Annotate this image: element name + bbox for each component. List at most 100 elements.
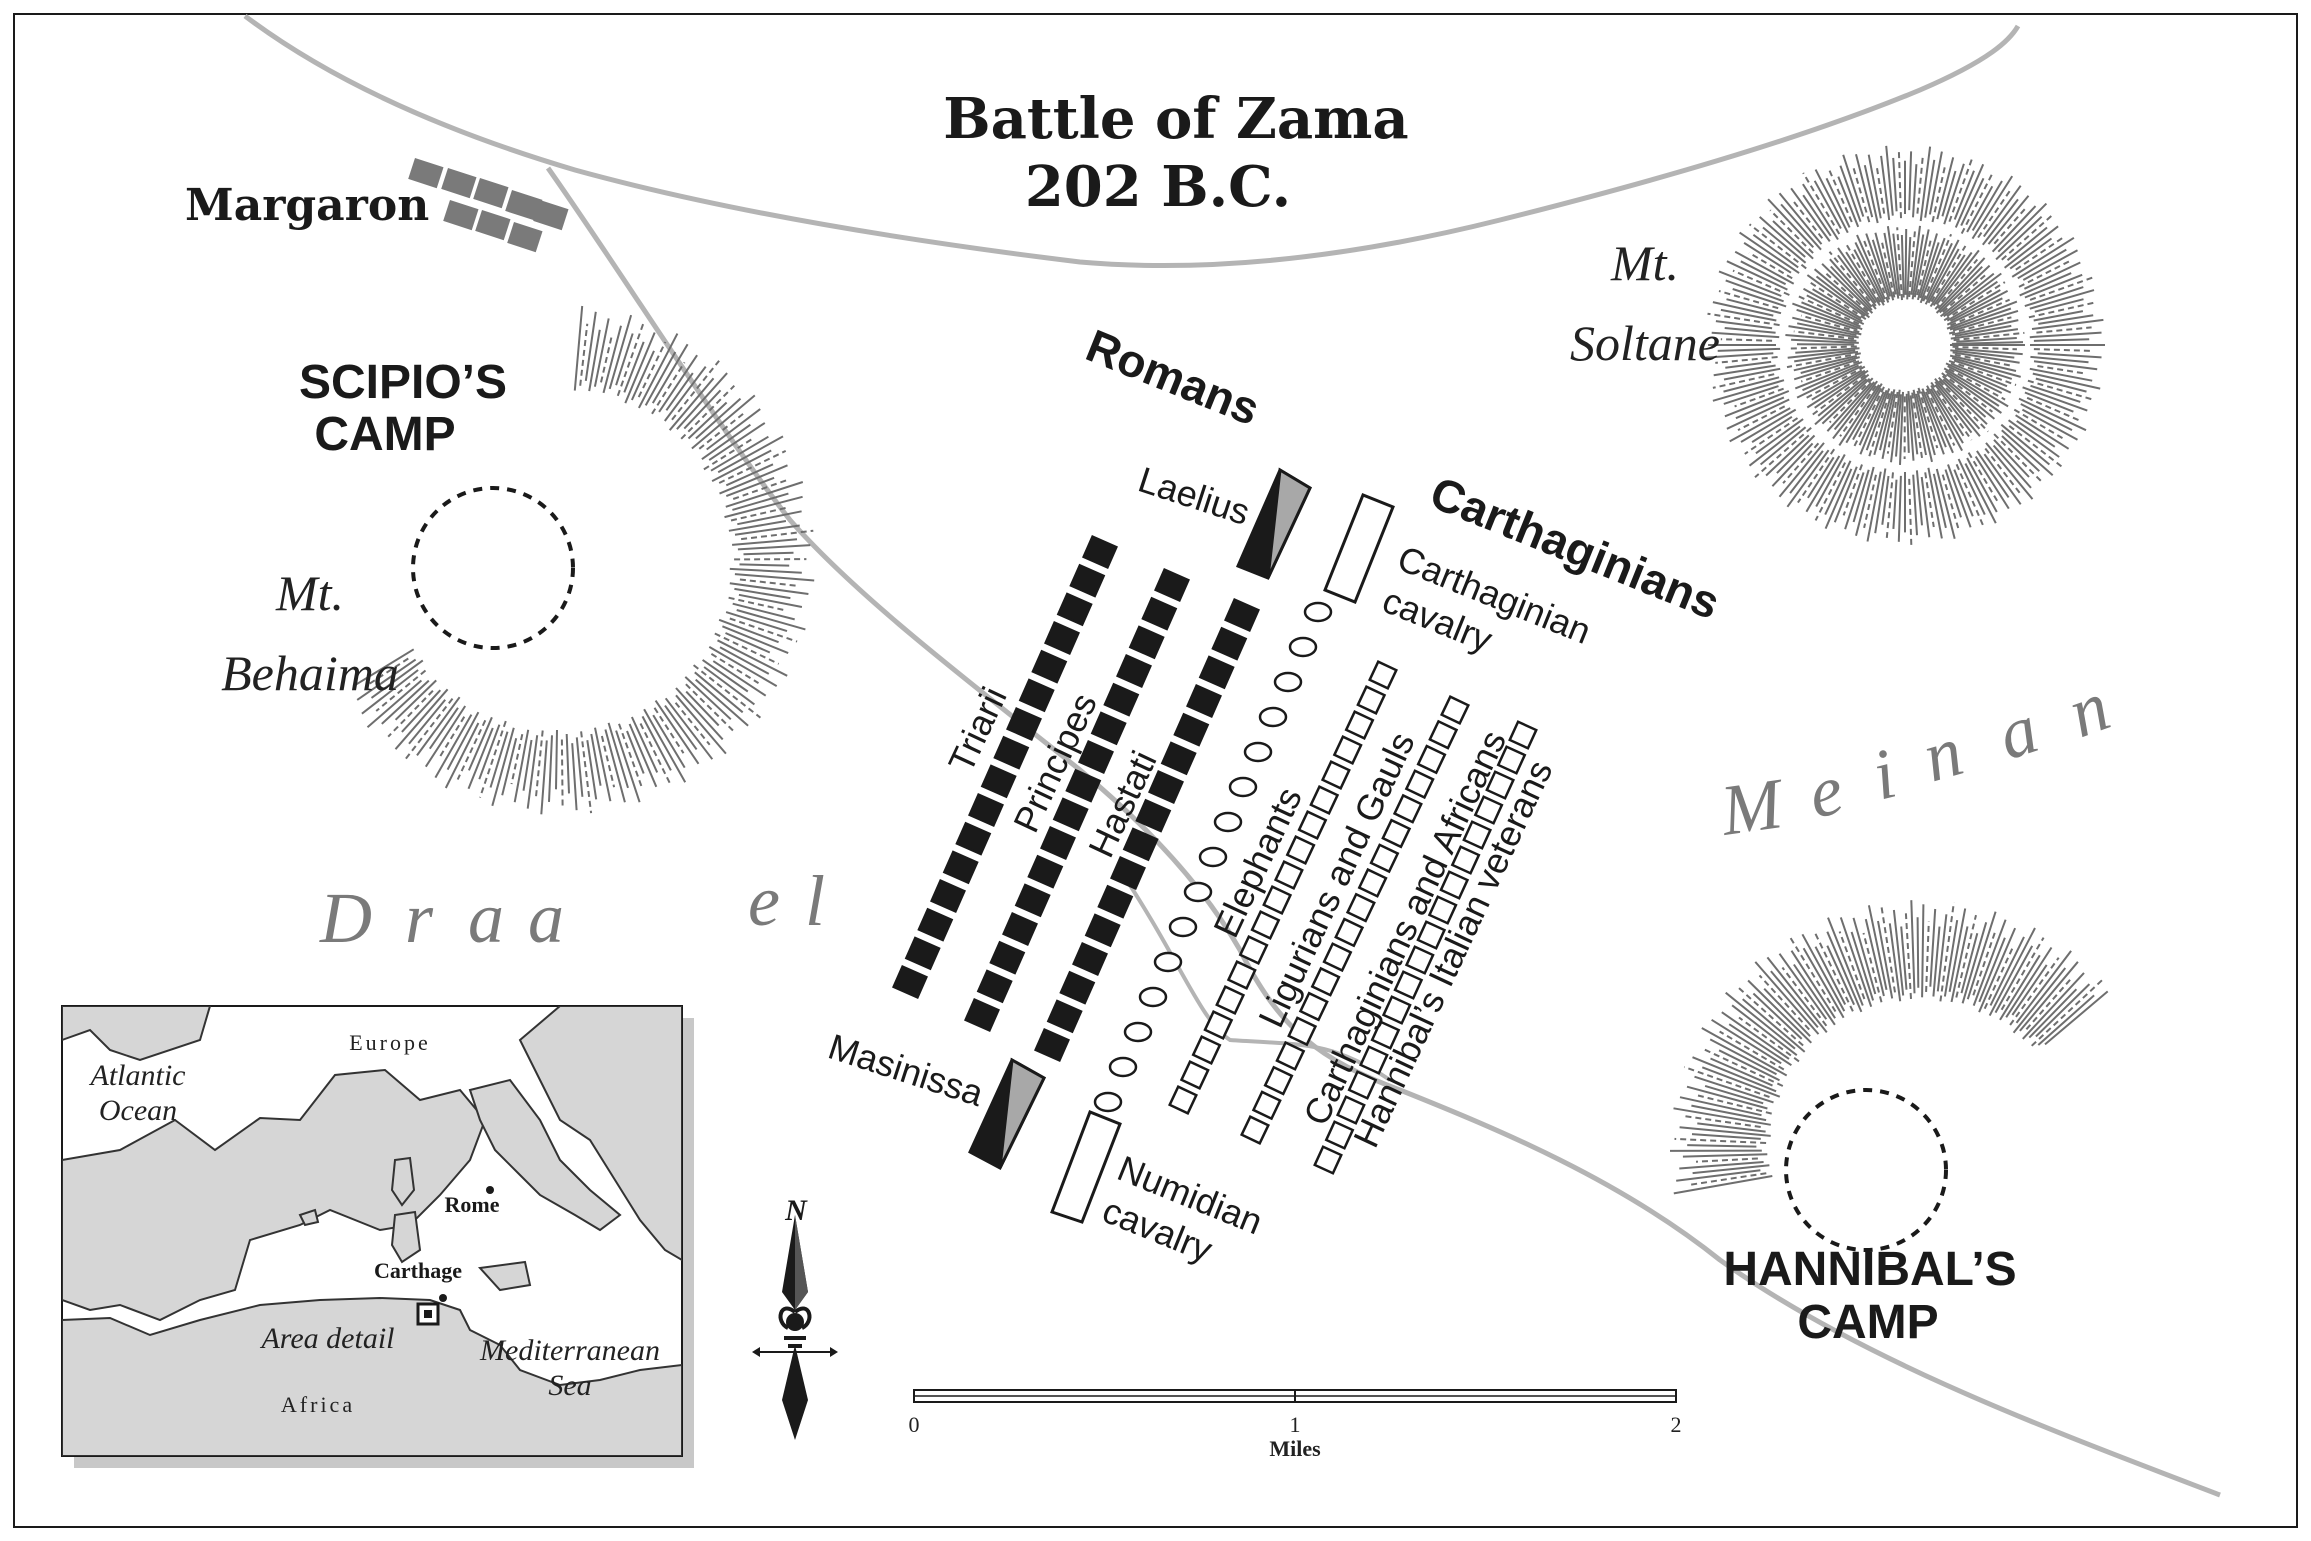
- hachure-line: [1938, 376, 1988, 425]
- hachure-line: [1948, 908, 1967, 992]
- african-block: [1240, 1115, 1270, 1145]
- hachure-line: [1853, 249, 1885, 306]
- hachure-line: [743, 551, 794, 556]
- hachure-line: [1737, 405, 1786, 431]
- hachure-line: [1715, 356, 1778, 364]
- triarii-block: [1006, 707, 1042, 741]
- hachure-line: [594, 727, 612, 802]
- hachure-line: [1954, 324, 2012, 337]
- triarii-block: [930, 879, 966, 913]
- principes-block: [1141, 596, 1178, 631]
- hachure-line: [1948, 316, 2012, 335]
- hachure-line: [739, 563, 790, 567]
- hachure-line: [1689, 1172, 1767, 1186]
- hachure-line: [1939, 264, 1991, 314]
- hachure-line: [501, 738, 518, 796]
- hachure-line: [1758, 974, 1810, 1031]
- hachure-line: [1673, 1175, 1773, 1195]
- hachure-line: [2009, 957, 2060, 1026]
- hastati-block: [1211, 626, 1248, 661]
- hachure-line: [1925, 388, 1956, 446]
- hachure-line: [1815, 275, 1871, 319]
- hachure-line: [1837, 254, 1877, 307]
- hachure-line: [1844, 472, 1865, 530]
- road-diagonal: [545, 166, 2221, 1498]
- hachure-line: [675, 694, 727, 755]
- hachure-line: [2016, 420, 2056, 448]
- hachure-line: [580, 731, 593, 814]
- hachure-line: [703, 666, 755, 706]
- hachure-line: [1922, 233, 1953, 302]
- hachure-line: [1792, 316, 1862, 336]
- hachure-line: [685, 683, 737, 734]
- hachure-line: [1838, 931, 1866, 1000]
- hachure-line: [1925, 242, 1953, 300]
- hachure-line: [1793, 963, 1836, 1026]
- elephant-icon: [1243, 741, 1273, 763]
- hachure-line: [651, 343, 689, 404]
- hachure-line: [683, 389, 722, 430]
- hachure-line: [1806, 294, 1865, 325]
- hachure-line: [1879, 389, 1896, 451]
- triarii-block: [1082, 535, 1118, 569]
- hachure-line: [725, 481, 804, 508]
- hachure-line: [2030, 355, 2089, 364]
- hachure-line: [1839, 165, 1862, 223]
- hachure-line: [1932, 473, 1947, 529]
- hannibal-camp-label: HANNIBAL’S: [1723, 1243, 2016, 1296]
- hachure-line: [1917, 387, 1939, 449]
- veteran-block: [1508, 720, 1538, 750]
- hachure-line: [736, 609, 806, 631]
- hachure-line: [1943, 281, 2006, 322]
- hachure-line: [1863, 474, 1877, 529]
- hachure-line: [1942, 378, 1987, 418]
- hachure-line: [1850, 931, 1875, 1001]
- hachure-line: [2022, 249, 2078, 281]
- hachure-line: [1692, 1056, 1777, 1093]
- hachure-line: [1952, 309, 2019, 332]
- hachure-line: [1919, 237, 1946, 304]
- hachure-line: [1766, 956, 1828, 1034]
- hachure-line: [1837, 247, 1877, 304]
- hachure-line: [701, 423, 751, 461]
- hachure-line: [367, 657, 409, 686]
- hachure-line: [1694, 1075, 1774, 1104]
- principes-block: [1027, 854, 1064, 889]
- hachure-line: [2029, 276, 2094, 301]
- hachure-line: [1726, 298, 1782, 315]
- hachure-line: [1827, 917, 1864, 1006]
- hachure-line: [2008, 425, 2064, 469]
- hachure-line: [489, 731, 509, 788]
- ligurian-block: [1250, 910, 1281, 940]
- hachure-line: [1748, 425, 1801, 467]
- hachure-line: [1854, 241, 1886, 303]
- hachure-line: [1724, 390, 1790, 418]
- triarii-block: [980, 764, 1017, 799]
- hachure-line: [1856, 234, 1886, 300]
- hachure-line: [1685, 1115, 1761, 1128]
- hachure-line: [1679, 1161, 1764, 1170]
- hachure-line: [1948, 156, 1974, 223]
- hachure-line: [717, 639, 788, 677]
- hachure-line: [738, 593, 803, 608]
- hachure-line: [1772, 220, 1814, 260]
- hachure-line: [401, 689, 442, 733]
- hachure-line: [1951, 341, 2024, 345]
- hachure-line: [1845, 383, 1883, 444]
- triarii-block: [1031, 649, 1068, 684]
- hachure-line: [1769, 209, 1814, 254]
- triarii-block: [968, 793, 1004, 827]
- veteran-block: [1313, 1145, 1343, 1175]
- hachure-line: [2037, 352, 2102, 359]
- ligurian-block: [1273, 860, 1304, 890]
- hachure-line: [737, 510, 802, 526]
- hachure-line: [1871, 239, 1892, 297]
- hachure-line: [1946, 297, 2003, 326]
- hachure-line: [618, 723, 643, 789]
- hachure-line: [1734, 250, 1795, 285]
- hachure-line: [1896, 227, 1903, 301]
- hachure-line: [740, 529, 814, 541]
- hachure-line: [1788, 325, 1859, 339]
- hachure-line: [2028, 301, 2095, 319]
